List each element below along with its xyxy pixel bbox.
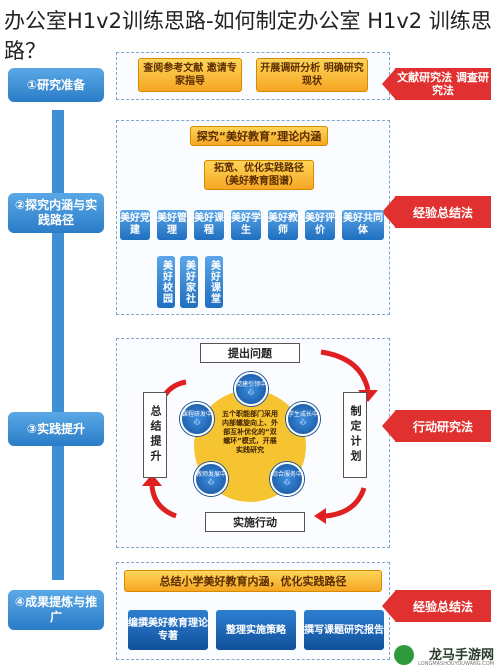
- cycle-arrow-bottomright: [325, 487, 367, 519]
- results-summary: 总结小学美好教育内涵，优化实践路径: [124, 570, 382, 592]
- method-1: 文献研究法 调查研究法: [395, 68, 491, 100]
- method-4: 经验总结法: [395, 590, 491, 622]
- method-arrow-2: [382, 196, 396, 228]
- theory-box: 探究“美好教育”理论内涵: [190, 126, 328, 146]
- sub-node-1: 美好校园: [157, 256, 175, 308]
- prep-box-2: 开展调研分析 明确研究现状: [256, 58, 368, 92]
- output-1: 编撰美好教育理论专著: [128, 610, 208, 650]
- stage-2: ②探究内涵与实践路径: [8, 193, 104, 233]
- cycle-center-text: 五个职能部门采用内部螺旋向上、外部互补优化的“双螺环”模式，开展实践研究: [222, 410, 278, 454]
- node-row-5: 美好教师: [268, 210, 298, 240]
- stage-4: ④成果提炼与推广: [8, 590, 104, 630]
- method-3: 行动研究法: [395, 410, 491, 442]
- prep-box-1: 查阅参考文献 邀请专家指导: [138, 58, 242, 92]
- method-2: 经验总结法: [395, 196, 491, 228]
- cycle-top: 提出问题: [200, 343, 300, 363]
- node-row-3: 美好课程: [194, 210, 224, 240]
- method-arrow-4: [382, 590, 396, 622]
- node-row-1: 美好党建: [120, 210, 150, 240]
- center-node-2: 学生成长中心: [286, 402, 320, 436]
- center-node-5: 综合服务中心: [270, 462, 304, 496]
- watermark-text: 龙马手游网: [428, 648, 494, 663]
- watermark-logo-icon: [394, 645, 414, 665]
- node-row-7: 美好共同体: [342, 210, 384, 240]
- stage-3: ③实践提升: [8, 412, 104, 446]
- output-2: 整理实施策略: [216, 610, 296, 650]
- watermark-sub: LONGMASHOUYOUWANG.COM: [418, 661, 494, 667]
- cycle-arrow-bottomleft: [149, 485, 177, 519]
- stage-1: ①研究准备: [8, 68, 104, 102]
- stage-flow-line: [52, 110, 64, 580]
- center-node-1: 党建引领中心: [234, 372, 268, 406]
- sub-node-2: 美好家社: [180, 256, 198, 308]
- cycle-bottom: 实施行动: [205, 512, 305, 532]
- center-node-4: 教师发展中心: [194, 462, 228, 496]
- cycle-right: 制定计划: [343, 392, 367, 478]
- page-title: 办公室H1v2训练思路-如何制定办公室 H1v2 训练思路？: [4, 9, 492, 63]
- cycle-arrow-topright: [320, 349, 371, 391]
- method-arrow-1: [382, 68, 396, 100]
- path-box: 拓宽、优化实践路径（美好教育图谱）: [204, 160, 314, 190]
- output-3: 撰写课题研究报告: [304, 610, 384, 650]
- cycle-left: 总结提升: [143, 392, 167, 478]
- center-node-3: 课程研发中心: [180, 402, 214, 436]
- node-row-2: 美好管理: [157, 210, 187, 240]
- node-row-6: 美好评价: [305, 210, 335, 240]
- method-arrow-3: [382, 410, 396, 442]
- sub-node-3: 美好课堂: [205, 256, 223, 308]
- node-row-4: 美好学生: [231, 210, 261, 240]
